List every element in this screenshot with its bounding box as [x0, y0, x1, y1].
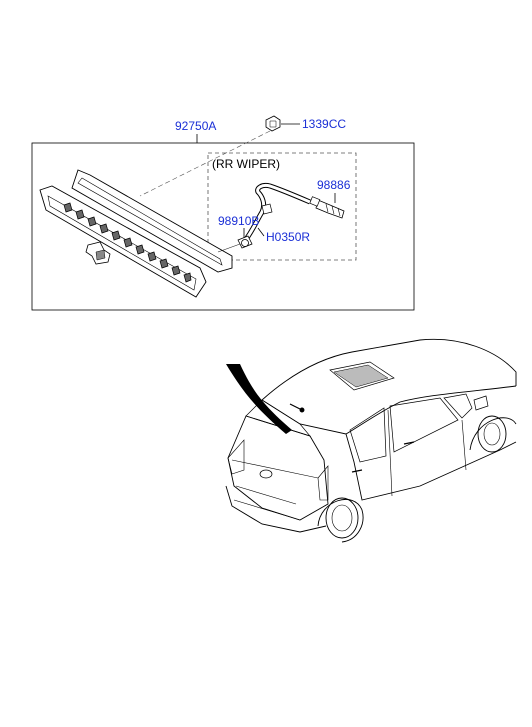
callout-98886: 98886 — [317, 178, 351, 192]
callout-H0350R: H0350R — [266, 230, 310, 244]
screw-icon — [265, 115, 281, 132]
location-pointer — [226, 364, 292, 434]
washer-nozzle-icon — [309, 196, 345, 219]
callout-92750A: 92750A — [175, 119, 216, 133]
stop-lamp-icon — [39, 169, 233, 298]
washer-hose-icon — [237, 183, 311, 249]
inset-title: (RR WIPER) — [212, 157, 280, 171]
assembly-frame — [31, 142, 415, 311]
screw-leader-dashed — [139, 130, 271, 197]
callout-1339CC: 1339CC — [302, 117, 346, 131]
leader-H0350R — [257, 227, 265, 237]
vehicle-icon — [225, 338, 517, 543]
rr-wiper-inset-box — [207, 152, 357, 261]
lamp-to-clip-leader — [217, 243, 241, 253]
callout-98910B: 98910B — [218, 214, 259, 228]
